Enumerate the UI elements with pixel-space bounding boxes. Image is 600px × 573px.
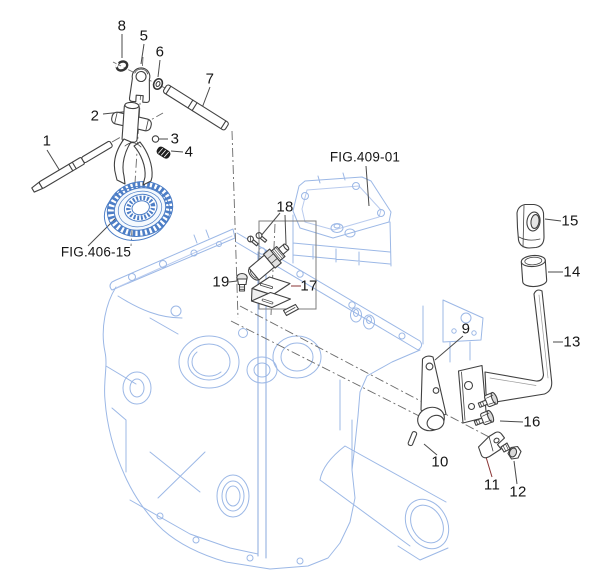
callout-15: 15: [561, 212, 579, 230]
part-13-lever: [457, 289, 553, 424]
callout-5: 5: [139, 27, 149, 45]
callout-18: 18: [276, 198, 294, 216]
leader-lines: [46, 34, 563, 485]
part-19-plug: [236, 272, 248, 292]
fig-ref-406-15: FIG.406-15: [60, 244, 132, 260]
callout-13: 13: [563, 333, 581, 351]
callout-19: 19: [212, 273, 230, 291]
callout-12: 12: [509, 483, 527, 501]
part-7-shaft: [162, 84, 229, 131]
callout-9: 9: [461, 320, 471, 338]
gear-fig406: [103, 181, 174, 241]
part-6-washer: [152, 77, 164, 91]
transmission-housing-outline: [102, 172, 484, 570]
part-1-shaft: [31, 140, 113, 193]
part-5-bracket: [128, 67, 151, 103]
callout-7: 7: [205, 70, 215, 88]
part-11-clip: [477, 431, 506, 459]
fig-ref-409-01: FIG.409-01: [329, 149, 401, 165]
callout-2: 2: [90, 107, 100, 125]
callout-11: 11: [483, 476, 501, 494]
housing-output-tube: [319, 445, 450, 561]
callout-16: 16: [523, 413, 541, 431]
part-10-pin: [407, 431, 418, 447]
part-17-bracket: [250, 276, 300, 317]
part-4-spring: [156, 146, 171, 159]
part-14-bushing: [520, 254, 548, 288]
callout-10: 10: [431, 453, 449, 471]
callout-4: 4: [184, 143, 194, 161]
part-16-bolts: [473, 391, 499, 426]
part-2-shift-fork: [111, 101, 153, 186]
part-15-knob: [516, 203, 545, 249]
callout-1: 1: [42, 132, 52, 150]
callout-17: 17: [300, 277, 318, 295]
callout-3: 3: [170, 130, 180, 148]
callout-14: 14: [563, 263, 581, 281]
part-12-bolt: [500, 442, 522, 460]
part-18-switch: [247, 232, 290, 281]
callout-6: 6: [155, 43, 165, 61]
callout-8: 8: [117, 17, 127, 35]
part-9-link-arm: [417, 355, 447, 432]
part-3-ball: [151, 135, 160, 143]
part-8-snap-ring: [115, 60, 129, 72]
